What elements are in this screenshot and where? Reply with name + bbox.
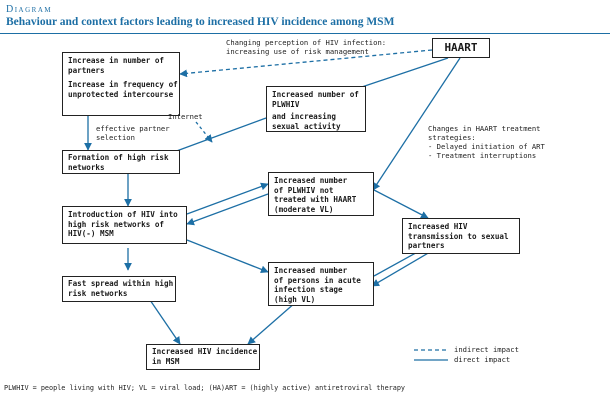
legend-indirect-label: indirect impact (454, 345, 519, 354)
node-transmission: Increased HIV transmission to sexual par… (402, 218, 520, 254)
node-plwhiv-line4: sexual activity (272, 121, 341, 131)
node-plwhiv-line2: PLWHIV (272, 99, 300, 109)
node-partners-line2: partners (68, 65, 105, 75)
node-networks-line1: Formation of high risk (68, 153, 169, 162)
node-transmission-line1: Increased HIV (408, 222, 468, 231)
node-incidence-line2: in MSM (152, 356, 180, 366)
diagram-title: Behaviour and context factors leading to… (6, 16, 395, 28)
arrow-haart-to-partners (179, 49, 433, 78)
arrow-not-treated-to-introduction (186, 193, 269, 226)
annotation-partner-selection-line2: selection (96, 133, 135, 142)
footnote: PLWHIV = people living with HIV; VL = vi… (4, 384, 406, 392)
arrow-fast-spread-to-incidence (149, 299, 181, 345)
annotation-strategies-line4: - Treatment interruptions (428, 151, 537, 160)
node-fast-spread: Fast spread within high risk networks (62, 276, 176, 302)
node-networks-line2: networks (68, 162, 105, 172)
node-fast-spread-line2: risk networks (68, 288, 128, 298)
annotation-perception: Changing perception of HIV infection: in… (226, 38, 386, 56)
node-partners: Increase in number of partners Increase … (62, 52, 180, 116)
node-acute-line3: infection stage (274, 285, 343, 295)
node-partners-line4: unprotected intercourse (68, 89, 174, 99)
node-introduction-line1: Introduction of HIV into (68, 210, 178, 219)
title-divider (0, 33, 610, 34)
node-fast-spread-line1: Fast spread within high (68, 279, 174, 288)
annotation-partner-selection-line1: effective partner (96, 124, 170, 133)
node-networks: Formation of high risk networks (62, 150, 180, 174)
node-not-treated: Increased number of PLWHIV not treated w… (268, 172, 374, 216)
node-acute: Increased number of persons in acute inf… (268, 262, 374, 306)
node-not-treated-line4: (moderate VL) (274, 204, 334, 214)
node-acute-line2: of persons in acute (274, 275, 361, 285)
node-introduction: Introduction of HIV into high risk netwo… (62, 206, 187, 244)
annotation-partner-selection: effective partner selection (96, 124, 170, 142)
arrow-transmission-to-acute (371, 251, 431, 287)
annotation-strategies-line3: - Delayed initiation of ART (428, 142, 545, 151)
node-not-treated-line2: of PLWHIV not (274, 185, 334, 195)
annotation-perception-line2: increasing use of risk management (226, 47, 369, 56)
arrow-plwhiv-to-networks (162, 117, 267, 158)
arrow-not-treated-to-transmission (373, 189, 429, 219)
node-acute-line4: (high VL) (274, 294, 316, 304)
node-plwhiv-line1: Increased number of (272, 90, 359, 99)
annotation-internet: Internet (168, 112, 203, 121)
node-partners-line1: Increase in number of (68, 56, 165, 65)
arrow-introduction-to-not-treated (186, 182, 269, 215)
node-introduction-line3: HIV(-) MSM (68, 229, 114, 239)
annotation-strategies-line1: Changes in HAART treatment (428, 124, 541, 133)
node-not-treated-line1: Increased number (274, 176, 348, 185)
annotation-strategies-line2: strategies: (428, 133, 476, 142)
arrow-haart-to-not-treated (372, 57, 461, 191)
legend-direct-label: direct impact (454, 355, 511, 364)
arrow-acute-to-incidence (247, 301, 297, 345)
arrow-introduction-to-acute (186, 239, 269, 274)
node-transmission-line2: transmission to sexual (408, 231, 509, 241)
node-incidence: Increased HIV incidence in MSM (146, 344, 260, 370)
annotation-strategies: Changes in HAART treatment strategies: -… (428, 124, 545, 160)
node-transmission-line3: partners (408, 241, 445, 251)
node-plwhiv: Increased number of PLWHIV and increasin… (266, 86, 366, 132)
node-not-treated-line3: treated with HAART (274, 195, 357, 205)
node-introduction-line2: high risk networks of (68, 219, 165, 229)
node-partners-line3: Increase in frequency of (68, 80, 178, 90)
node-acute-line1: Increased number (274, 266, 348, 275)
node-haart: HAART (432, 38, 490, 58)
node-plwhiv-line3: and increasing (272, 112, 337, 122)
node-incidence-line1: Increased HIV incidence (152, 347, 258, 356)
section-label: Diagram (6, 4, 53, 15)
annotation-perception-line1: Changing perception of HIV infection: (226, 38, 387, 47)
arrow-internet-to-networks (195, 121, 213, 143)
